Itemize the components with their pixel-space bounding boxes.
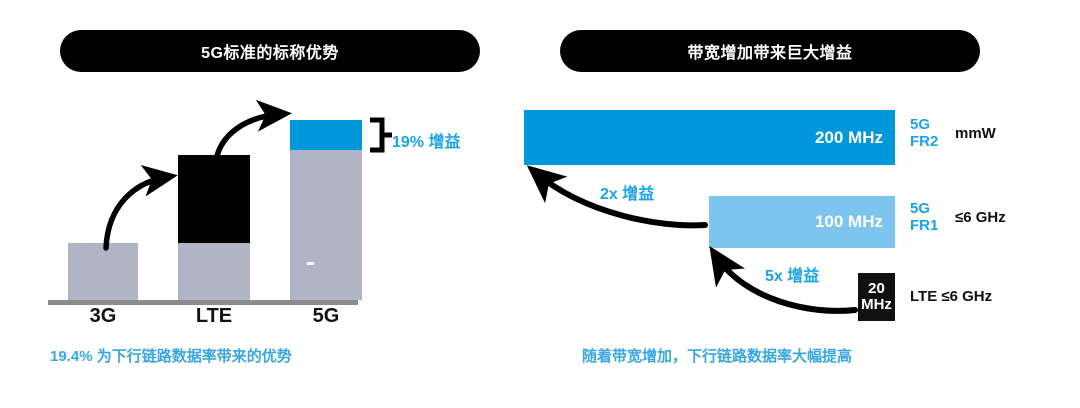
- bandwidth-20-value: 20: [868, 280, 885, 298]
- bandwidth-bar-200mhz: 200 MHz: [524, 110, 895, 165]
- bar-5g-gray: [290, 150, 362, 300]
- bandwidth-bar-100mhz: 100 MHz: [709, 196, 895, 248]
- bandwidth-20-unit: MHz: [861, 296, 892, 313]
- bar-3g-gray: [68, 243, 138, 300]
- gain-19-percent-label: 19% 增益: [392, 134, 461, 151]
- band-label-mmw: mmW: [955, 125, 996, 142]
- axis-label-3g: 3G: [89, 305, 117, 327]
- right-panel-caption: 随着带宽增加，下行链路数据率大幅提高: [582, 348, 853, 365]
- axis-label-5g: 5G: [312, 305, 340, 327]
- chart-baseline: [48, 300, 358, 305]
- bar-5g-blue: [290, 120, 362, 150]
- bandwidth-bar-20mhz: 20 MHz: [858, 273, 895, 321]
- right-panel-title: 带宽增加带来巨大增益: [560, 30, 980, 72]
- left-panel-title: 5G标准的标称优势: [60, 30, 480, 72]
- bar-lte-gray: [178, 243, 250, 300]
- left-panel-caption: 19.4% 为下行链路数据率带来的优势: [50, 348, 292, 365]
- gain-5x-label: 5x 增益: [765, 268, 820, 285]
- band-label-lte: LTE ≤6 GHz: [910, 288, 993, 305]
- tier-tag-5g-fr1: 5G FR1: [910, 200, 939, 235]
- bar-5g-marker: [307, 262, 314, 265]
- bar-lte-black: [178, 155, 250, 243]
- tier-tag-5g-fr2: 5G FR2: [910, 116, 939, 151]
- band-label-sub6-fr1: ≤6 GHz: [955, 209, 1006, 226]
- gain-2x-label: 2x 增益: [600, 186, 655, 203]
- left-panel: 5G标准的标称优势 3G LTE 5G 19% 增益 19.4% 为下行链路数据…: [48, 30, 480, 365]
- axis-label-lte: LTE: [195, 305, 233, 327]
- right-panel: 带宽增加带来巨大增益: [540, 0, 1080, 408]
